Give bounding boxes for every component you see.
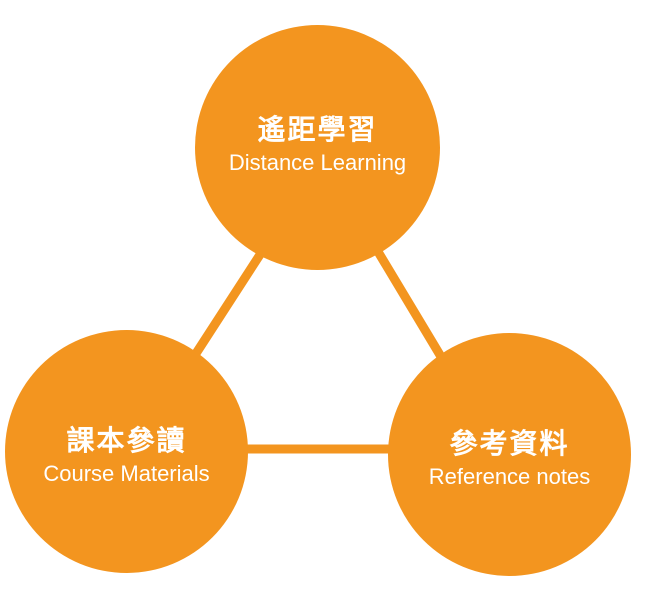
course-materials-content: 課本參讀 Course Materials xyxy=(43,424,209,487)
course-materials-title: 課本參讀 xyxy=(66,424,187,457)
connector-top-right xyxy=(372,245,445,360)
course-materials-subtitle: Course Materials xyxy=(43,461,210,486)
reference-notes-content: 參考資料 Reference notes xyxy=(429,427,590,490)
distance-learning-node: 遙距學習 Distance Learning xyxy=(195,25,440,270)
reference-notes-node: 參考資料 Reference notes xyxy=(388,333,631,576)
distance-learning-content: 遙距學習 Distance Learning xyxy=(229,113,406,176)
course-materials-node: 課本參讀 Course Materials xyxy=(5,330,248,573)
reference-notes-subtitle: Reference notes xyxy=(428,464,591,489)
distance-learning-subtitle: Distance Learning xyxy=(228,150,407,175)
connector-top-left xyxy=(190,245,268,360)
distance-learning-title: 遙距學習 xyxy=(257,113,378,146)
reference-notes-title: 參考資料 xyxy=(449,427,570,460)
